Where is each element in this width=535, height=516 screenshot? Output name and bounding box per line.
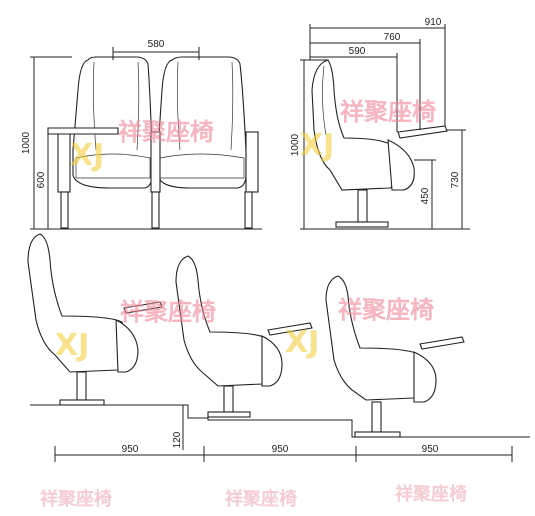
side-pedestal [357,189,368,223]
side-view: 910 760 590 1000 730 450 [290,17,470,230]
front-leg-left [60,191,69,229]
front-right-back-seam-b [230,61,234,151]
row-chair-2-pedestal [223,385,234,413]
front-right-seat-cushion [159,153,245,179]
side-back-inner-curve [322,65,327,136]
footer-watermark-1: 祥聚座椅 [40,488,112,510]
logo-mark-4: XJ [285,325,319,360]
dim-910-label: 910 [425,17,442,28]
front-view: 580 1000 600 [21,39,262,230]
row-chair-3-tablet [419,336,465,350]
front-right-back-seam-a [176,61,181,151]
watermarks: XJ 祥聚座椅 XJ 祥聚座椅 XJ 祥聚座椅 XJ 祥聚座椅 祥聚座椅 祥聚座… [40,98,467,510]
row-chair-1-armrest [115,319,139,373]
dim-590-label: 590 [349,46,366,57]
front-leg-right [244,191,253,229]
row-chair-3-pedestal [371,401,382,433]
front-left-back-seam-b [136,61,140,151]
row-chair-2-base [207,411,251,418]
dim-600-label: 600 [36,171,47,188]
side-base-plate [335,221,389,228]
logo-mark-3: XJ [55,328,89,363]
row-chair-1-pedestal [76,371,87,401]
dim-450-label: 450 [420,187,431,204]
side-writing-tablet [397,125,448,139]
row-chair-3-base [354,431,401,438]
front-armrest-left [57,131,71,193]
watermark-text-3: 祥聚座椅 [120,298,216,326]
footer-watermark-2: 祥聚座椅 [225,488,297,510]
row-chair-1-base [59,399,105,406]
dim-side-height-label: 1000 [290,133,301,156]
row-chair-1-tablet [123,301,163,314]
stepped-floor [30,404,530,438]
dim-front-height-label: 1000 [21,131,32,154]
dim-760-label: 760 [384,32,401,43]
front-leg-middle [151,191,160,229]
side-armrest [387,139,415,191]
front-left-seat-cushion [75,153,151,179]
logo-mark-1: XJ [70,138,104,173]
row-chair-2-tablet [267,322,313,336]
watermark-text-4: 祥聚座椅 [338,296,434,324]
front-writing-tablet [47,127,119,135]
footer-watermark-3: 祥聚座椅 [395,483,467,505]
row-chair-3-armrest [413,351,437,403]
dim-950-label-1: 950 [122,444,139,455]
row-chair-3-back [325,275,423,401]
watermark-text-1: 祥聚座椅 [118,118,214,146]
row-view: 120 950 950 950 [27,233,530,462]
front-left-back-seam-a [92,61,97,151]
row-chair-2-armrest [261,335,283,387]
front-armrest-right [245,131,259,193]
logo-mark-2: XJ [300,128,334,163]
dim-580-label: 580 [148,39,165,50]
dim-950-label-2: 950 [272,444,289,455]
dim-730-label: 730 [450,171,461,188]
dim-120-label: 120 [172,431,183,448]
watermark-text-2: 祥聚座椅 [340,98,436,126]
dim-950-label-3: 950 [422,444,439,455]
